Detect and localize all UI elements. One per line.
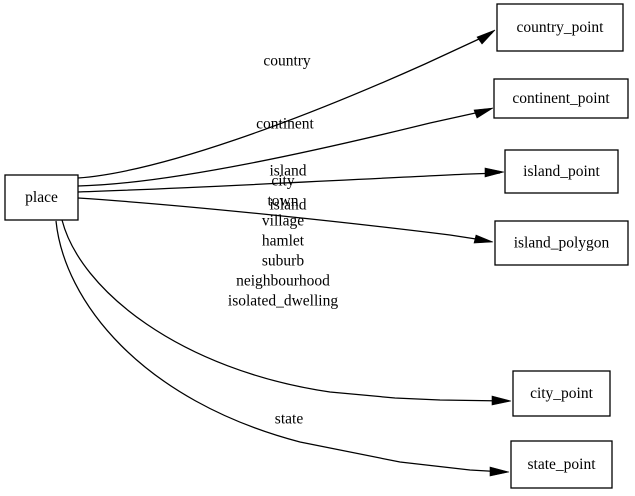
node-label-island_point: island_point xyxy=(523,163,600,180)
edges-group xyxy=(55,29,512,477)
edge-line-continent_point xyxy=(77,109,490,187)
node-label-place: place xyxy=(25,189,58,206)
nodes-group: place country_point continent_point island_… xyxy=(4,3,629,489)
edge-label-city_point-line-4: suburb xyxy=(262,253,304,270)
edge-labels-group: countrycontinentislandislandcitytownvill… xyxy=(228,53,338,428)
arrowhead-icon-continent_point xyxy=(473,107,494,119)
edge-place-to-island_polygon[interactable] xyxy=(77,197,494,244)
node-box-island_polygon[interactable] xyxy=(494,220,629,266)
edge-place-to-country_point[interactable] xyxy=(77,29,496,179)
node-box-island_point[interactable] xyxy=(504,149,619,194)
edge-place-to-continent_point[interactable] xyxy=(77,107,494,187)
arrowhead-icon-state_point xyxy=(489,466,510,477)
edge-label-city_point-line-3: hamlet xyxy=(262,233,305,250)
node-label-state_point: state_point xyxy=(527,456,596,473)
node-continent_point[interactable]: continent_point xyxy=(493,78,629,119)
arrowhead-icon-country_point xyxy=(476,29,496,45)
node-label-country_point: country_point xyxy=(517,19,605,36)
node-label-city_point: city_point xyxy=(530,385,594,402)
node-place[interactable]: place xyxy=(4,174,79,221)
node-box-place[interactable] xyxy=(4,174,79,221)
edge-line-island_point xyxy=(77,172,501,193)
edge-label-island_point: island xyxy=(269,163,306,180)
edge-label-city_point-line-5: neighbourhood xyxy=(236,273,330,290)
edge-label-state_point: state xyxy=(275,411,304,428)
node-box-continent_point[interactable] xyxy=(493,78,629,119)
edge-line-state_point xyxy=(55,220,506,473)
arrowhead-icon-city_point xyxy=(491,395,512,406)
edge-line-island_polygon xyxy=(77,197,490,242)
node-box-city_point[interactable] xyxy=(512,370,611,417)
edge-place-to-city_point[interactable] xyxy=(61,219,512,406)
edge-label-city_point-line-0: city xyxy=(271,173,294,190)
node-box-state_point[interactable] xyxy=(510,440,613,489)
edge-label-city_point-line-1: town xyxy=(268,193,299,210)
node-label-island_polygon: island_polygon xyxy=(514,235,610,252)
edge-label-island_polygon: island xyxy=(269,197,306,214)
edge-line-country_point xyxy=(77,32,493,179)
node-label-continent_point: continent_point xyxy=(512,90,610,107)
edge-place-to-island_point[interactable] xyxy=(77,167,505,193)
edge-label-continent_point: continent xyxy=(256,116,314,133)
node-box-country_point[interactable] xyxy=(496,3,624,52)
node-state_point[interactable]: state_point xyxy=(510,440,613,489)
node-island_polygon[interactable]: island_polygon xyxy=(494,220,629,266)
node-city_point[interactable]: city_point xyxy=(512,370,611,417)
arrowhead-icon-island_point xyxy=(484,167,505,178)
edge-line-city_point xyxy=(61,219,508,402)
edge-place-to-state_point[interactable] xyxy=(55,220,510,477)
node-island_point[interactable]: island_point xyxy=(504,149,619,194)
node-country_point[interactable]: country_point xyxy=(496,3,624,52)
arrowhead-icon-island_polygon xyxy=(473,234,494,244)
edge-label-city_point-line-6: isolated_dwelling xyxy=(228,293,338,310)
edge-label-city_point-line-2: village xyxy=(262,213,304,230)
edge-label-country_point: country xyxy=(263,53,311,70)
